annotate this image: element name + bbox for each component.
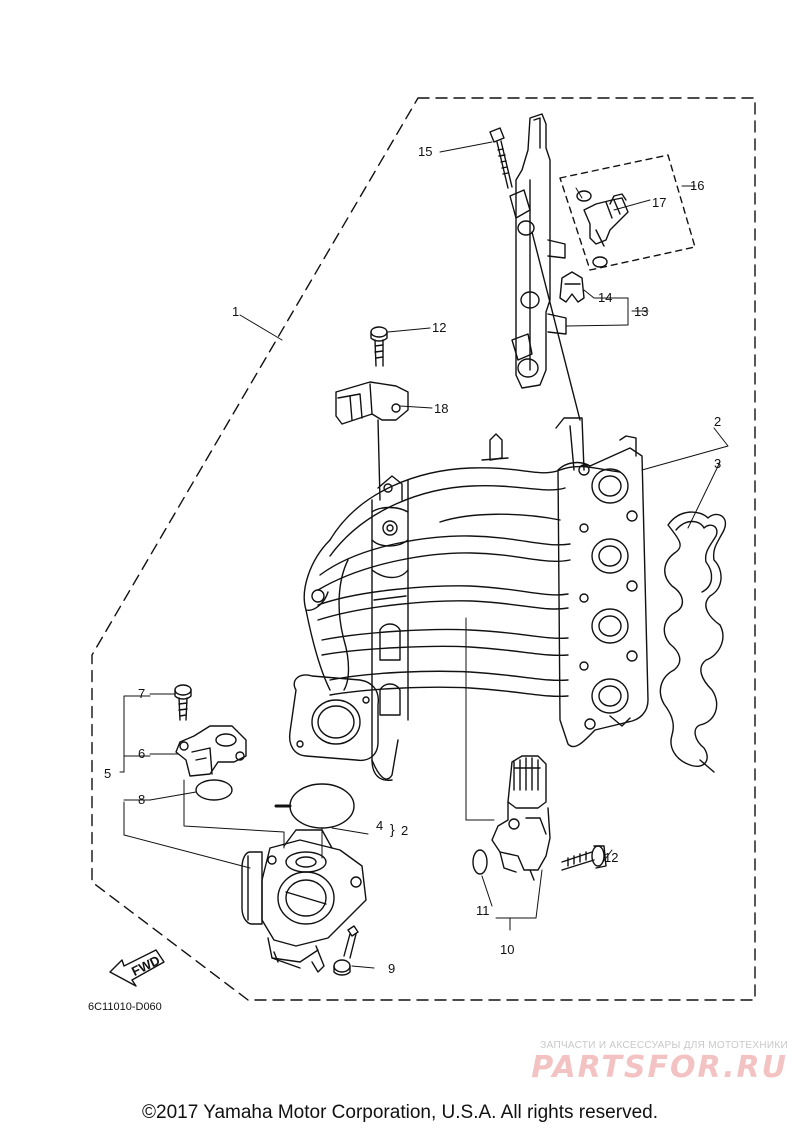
o-ring-11: [472, 849, 488, 875]
o-ring-8: [195, 779, 233, 801]
watermark: ЗАПЧАСТИ И АКСЕССУАРЫ ДЛЯ МОТОТЕХНИКИ PA…: [488, 1040, 788, 1085]
fuel-rail: [509, 113, 581, 421]
fwd-arrow: FWD: [109, 949, 165, 987]
idle-speed-control-valve: [491, 755, 551, 881]
gasket: [659, 511, 727, 773]
callout-8: 8: [138, 792, 145, 807]
intake-manifold: [288, 417, 649, 782]
copyright-notice: ©2017 Yamaha Motor Corporation, U.S.A. A…: [142, 1102, 658, 1123]
callout-6: 6: [138, 746, 145, 761]
o-ring-4: [289, 783, 355, 829]
fuel-injector: [576, 190, 629, 268]
callout-11: 11: [476, 903, 490, 918]
callout-12-top: 12: [432, 320, 446, 335]
callout-2-oring: 2: [401, 823, 408, 838]
callout-3: 3: [714, 456, 721, 471]
watermark-tagline: ЗАПЧАСТИ И АКСЕССУАРЫ ДЛЯ МОТОТЕХНИКИ: [540, 1040, 788, 1051]
watermark-logo: PARTSFOR.RU: [531, 1050, 788, 1085]
callout-12-right: 12: [604, 850, 618, 865]
callout-numbers: 1 2 2 3 4 5 6 7 8 9 10 11 12 12 13 14 15…: [88, 144, 721, 1013]
callout-14: 14: [598, 290, 612, 305]
map-sensor: [335, 381, 409, 501]
bolt-15: [489, 127, 513, 189]
throttle-body: [241, 829, 367, 973]
fwd-label: FWD: [129, 952, 162, 978]
bolt-12-top: [370, 326, 388, 367]
assembly-boundary: [91, 97, 756, 1001]
callout-13: 13: [634, 304, 648, 319]
callout-1: 1: [232, 304, 239, 319]
screw-9: [333, 925, 359, 976]
callout-9: 9: [388, 961, 395, 976]
throttle-position-sensor: [175, 725, 247, 777]
leader-lines: [119, 141, 729, 969]
bracket-glyph: }: [390, 821, 395, 837]
port-openings: [578, 464, 638, 730]
callout-4: 4: [376, 818, 383, 833]
callout-10: 10: [500, 942, 514, 957]
bolt-7: [174, 684, 192, 721]
callout-7: 7: [138, 686, 145, 701]
clip-14: [559, 271, 585, 303]
drawing-code: 6C11010-D060: [88, 1001, 162, 1013]
callout-2-gasket: 2: [714, 414, 721, 429]
callout-16: 16: [690, 178, 704, 193]
bolt-12-right: [561, 845, 607, 871]
callout-17: 17: [652, 195, 666, 210]
sub-assembly-16-boundary: [559, 154, 696, 271]
callout-15: 15: [418, 144, 432, 159]
callout-18: 18: [434, 401, 448, 416]
callout-5: 5: [104, 766, 111, 781]
